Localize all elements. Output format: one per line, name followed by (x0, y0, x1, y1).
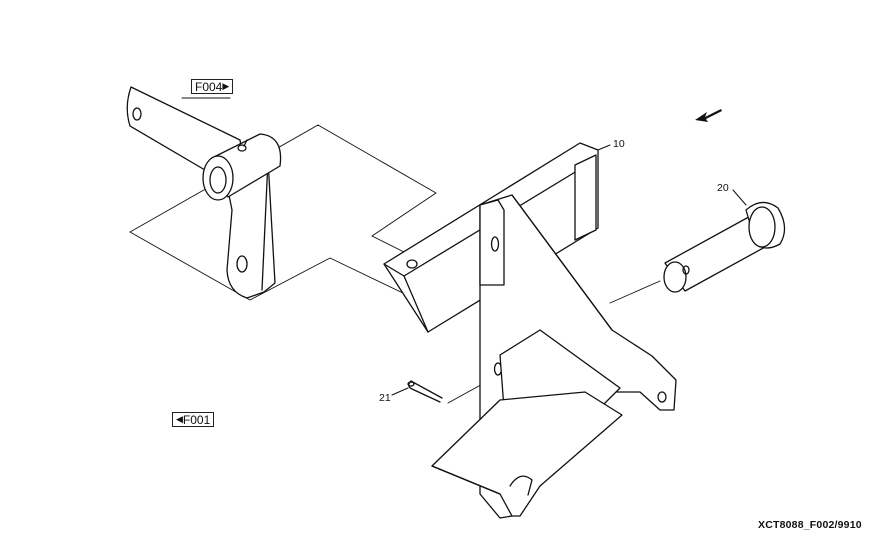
drawing-code: XCT8088_F002/9910 (758, 519, 862, 531)
triangle-left-icon: ◀ (176, 414, 183, 424)
triangle-right-icon: ▶ (222, 81, 230, 91)
arrow-down-left-icon (695, 109, 722, 122)
callout-10: 10 (613, 138, 625, 150)
bracket-part-10 (383, 142, 677, 519)
callout-21: 21 (379, 392, 391, 404)
lever-arm-part (126, 86, 282, 299)
reference-f004-label: F004 (195, 79, 223, 94)
reference-f001-label: F001 (182, 412, 211, 427)
cotter-pin-part-21 (407, 380, 443, 403)
reference-f004-button[interactable]: F004 ▶ (191, 79, 234, 94)
pin-part-20 (663, 201, 786, 293)
reference-f001-button[interactable]: ◀ F001 (172, 412, 215, 427)
callout-20: 20 (717, 182, 729, 194)
